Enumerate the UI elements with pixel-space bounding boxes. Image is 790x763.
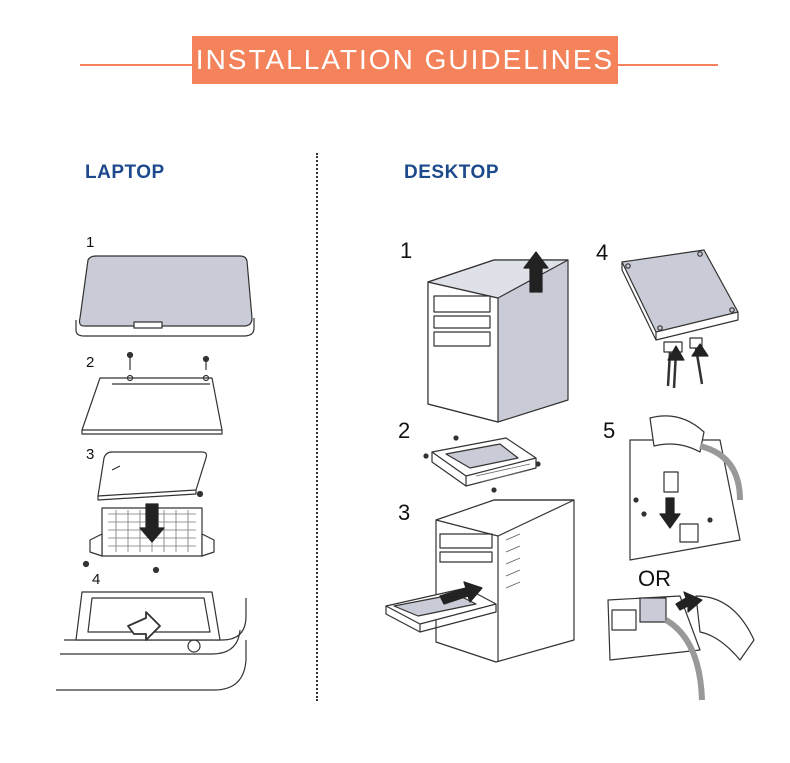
laptop-drive-caddy-illustration — [82, 451, 215, 574]
laptop-step-2-number: 2 — [86, 354, 95, 371]
laptop-step-3-number: 3 — [86, 446, 95, 463]
desktop-step-3-number: 3 — [398, 500, 411, 525]
laptop-bay-illustration — [56, 591, 247, 691]
header-line-right — [618, 64, 718, 66]
desktop-insert-illustration — [385, 499, 575, 663]
header-line-left — [80, 64, 192, 66]
desktop-cable-illustration — [621, 249, 739, 389]
laptop-step-1-number: 1 — [86, 234, 95, 251]
desktop-step-5-number: 5 — [603, 418, 616, 443]
desktop-tower-illustration — [427, 251, 569, 423]
desktop-section-title: DESKTOP — [404, 162, 500, 183]
or-label: OR — [638, 566, 671, 591]
desktop-step-2-number: 2 — [398, 418, 411, 443]
desktop-bracket-illustration — [423, 435, 541, 493]
laptop-cover-illustration — [81, 351, 223, 435]
laptop-step-4-number: 4 — [92, 571, 101, 588]
page-title: INSTALLATION GUIDELINES — [192, 36, 618, 84]
laptop-lid-illustration — [75, 255, 255, 337]
desktop-step-1-number: 1 — [400, 238, 413, 263]
section-divider — [316, 153, 318, 701]
desktop-motherboard-illustration — [607, 415, 755, 701]
laptop-section-title: LAPTOP — [85, 162, 165, 183]
desktop-step-4-number: 4 — [596, 240, 609, 265]
